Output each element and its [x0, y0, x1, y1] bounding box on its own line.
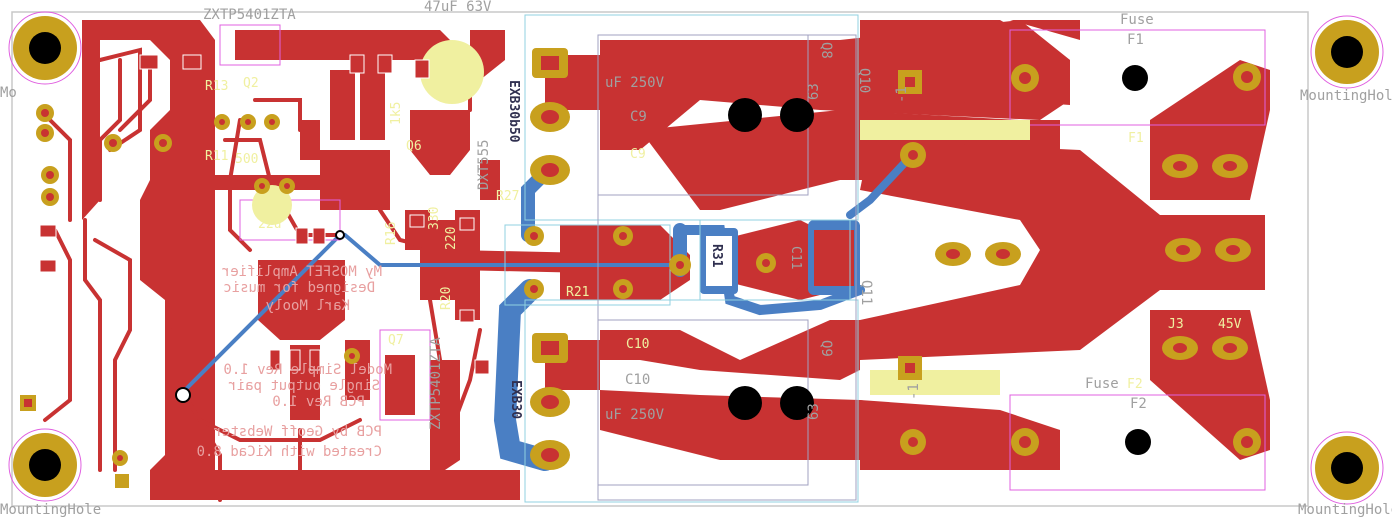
label-q11: Q11: [858, 280, 874, 305]
label-r11: R11: [205, 149, 228, 164]
label-r31: R31: [709, 244, 724, 268]
credit-line-5: Single output pair: [228, 378, 380, 394]
front-copper-traces: [43, 47, 482, 502]
label-f1-silk: F1: [1128, 131, 1144, 146]
label-45v: 45V: [1218, 317, 1242, 332]
credit-line-8: Created with KiCad 8.0: [197, 444, 382, 460]
mounting-hole-top-right: [1310, 15, 1384, 89]
credit-line-7: PCB by Geoff Webster: [213, 424, 382, 440]
label-zxt: ZXTP5401ZTA: [428, 337, 444, 430]
label-q6: Q6: [406, 139, 422, 154]
label-r330: 330: [427, 207, 442, 230]
label-63-top: 63: [806, 83, 822, 100]
f2-label: F2: [1130, 396, 1147, 412]
label-r21: R21: [566, 285, 589, 300]
label-q2: Q2: [243, 76, 259, 91]
label-c11: C11: [788, 246, 803, 269]
label-r16: R16: [384, 222, 399, 245]
mounting-hole-tr-label: MountingHole: [1300, 88, 1392, 104]
label-c9-silk: C9: [630, 147, 646, 162]
front-silk-labels: R13 R11 Q2 500 22u Q6 R16 R20 Q7 R27 R21…: [205, 76, 1242, 392]
credit-line-1: My MOSFET Amplifier: [222, 264, 382, 280]
label-exb2: EXB30: [508, 380, 523, 419]
mounting-hole-bottom-left: [8, 428, 82, 502]
c10-value: uF 250V: [605, 407, 665, 423]
label-j3: J3: [1168, 317, 1184, 332]
credit-line-2: Designed for music: [223, 280, 375, 296]
back-silk-credits: My MOSFET Amplifier Designed for music K…: [197, 264, 392, 460]
mounting-hole-bottom-right: [1310, 431, 1384, 505]
mounting-hole-bl-label: MountingHole: [0, 502, 101, 517]
mounting-holes: [8, 11, 1384, 505]
label-f2-silk: F2: [1127, 377, 1143, 392]
label-q9: Q9: [818, 340, 834, 357]
label-r220: 220: [444, 227, 459, 250]
mounting-hole-br-label: MountingHole: [1298, 502, 1392, 517]
mounting-hole-tl-label: Mo: [0, 85, 17, 101]
label-r1k5: 1k5: [389, 102, 404, 125]
label-q10: Q10: [856, 68, 872, 93]
f1-label: F1: [1127, 32, 1144, 48]
label-63-bottom: 63: [806, 403, 822, 420]
fuse-bottom-label: Fuse: [1085, 376, 1119, 392]
label-r27: R27: [496, 189, 519, 204]
label-dxt: DXT555: [476, 139, 492, 190]
through-hole-pads: [20, 48, 1261, 488]
label-r13: R13: [205, 79, 228, 94]
q2-part-number: ZXTP5401ZTA: [203, 7, 296, 23]
label-c10-silk: C10: [626, 337, 649, 352]
label-neg1-bottom: -1: [906, 383, 922, 400]
front-copper-layer: [82, 20, 1270, 500]
label-r22u: 22u: [258, 217, 281, 232]
label-r500: 500: [235, 152, 258, 167]
board-outline: [11, 11, 1309, 507]
credit-line-4: Model Simple Rev 1.0: [223, 362, 392, 378]
mounting-hole-top-left: [8, 11, 82, 85]
credit-line-6: PCB Rev 1.0: [272, 394, 365, 410]
c10-label: C10: [625, 372, 650, 388]
label-q7: Q7: [388, 333, 404, 348]
credit-line-3: Karl Mooly: [266, 298, 350, 314]
label-r20: R20: [439, 287, 454, 310]
back-ref-labels: EXB30b50 EXB30 R31 C11: [506, 80, 803, 419]
fab-outlines: [504, 14, 859, 503]
bulk-cap-value: 47uF 63V: [424, 0, 492, 15]
c9-value: uF 250V: [605, 75, 665, 91]
smd-pads: [39, 54, 490, 375]
label-exb: EXB30b50: [506, 80, 521, 143]
label-q8: Q8: [818, 42, 834, 59]
label-neg1-top: -1: [894, 86, 910, 103]
c9-label: C9: [630, 109, 647, 125]
fuse-top-label: Fuse: [1120, 12, 1154, 28]
